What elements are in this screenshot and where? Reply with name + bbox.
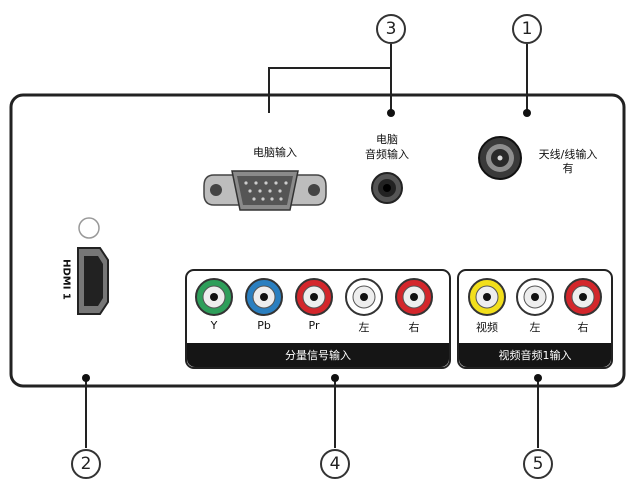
callout-1: 1 bbox=[512, 14, 542, 44]
av-jack-label: 视频 bbox=[476, 321, 498, 334]
pc-audio-jack bbox=[371, 172, 403, 204]
hdmi-port bbox=[77, 217, 109, 315]
callout-5: 5 bbox=[523, 449, 553, 479]
component-jack bbox=[345, 278, 383, 316]
av-group-title: 视频音频1输入 bbox=[459, 343, 611, 367]
av-jack bbox=[564, 278, 602, 316]
component-jack bbox=[195, 278, 233, 316]
pc-audio-label-line2: 音频输入 bbox=[365, 148, 409, 161]
leader-dots bbox=[82, 109, 542, 382]
component-jack bbox=[295, 278, 333, 316]
component-jack bbox=[395, 278, 433, 316]
component-jack bbox=[245, 278, 283, 316]
callout-4: 4 bbox=[320, 449, 350, 479]
component-jack-label: Y bbox=[210, 319, 218, 332]
antenna-label-line2: 有 bbox=[562, 162, 574, 175]
antenna-label-line1: 天线/线输入 bbox=[538, 148, 598, 161]
av-jack-label: 右 bbox=[577, 321, 589, 334]
leader-lines bbox=[85, 44, 539, 448]
av-jack-label: 左 bbox=[529, 321, 541, 334]
component-group-title: 分量信号输入 bbox=[187, 343, 449, 367]
component-jack-label: 右 bbox=[408, 321, 420, 334]
callout-2: 2 bbox=[71, 449, 101, 479]
pc-audio-label-line1: 电脑 bbox=[376, 133, 398, 146]
component-jack-label: 左 bbox=[358, 321, 370, 334]
callout-3: 3 bbox=[376, 14, 406, 44]
antenna-input-jack bbox=[478, 136, 522, 180]
component-jack-label: Pr bbox=[308, 319, 320, 332]
vga-input-label: 电脑输入 bbox=[253, 146, 297, 159]
component-jack-label: Pb bbox=[257, 319, 271, 332]
av-jack bbox=[468, 278, 506, 316]
vga-port bbox=[203, 170, 327, 211]
hdmi-label: HDMI 1 bbox=[60, 259, 72, 300]
av-jack bbox=[516, 278, 554, 316]
